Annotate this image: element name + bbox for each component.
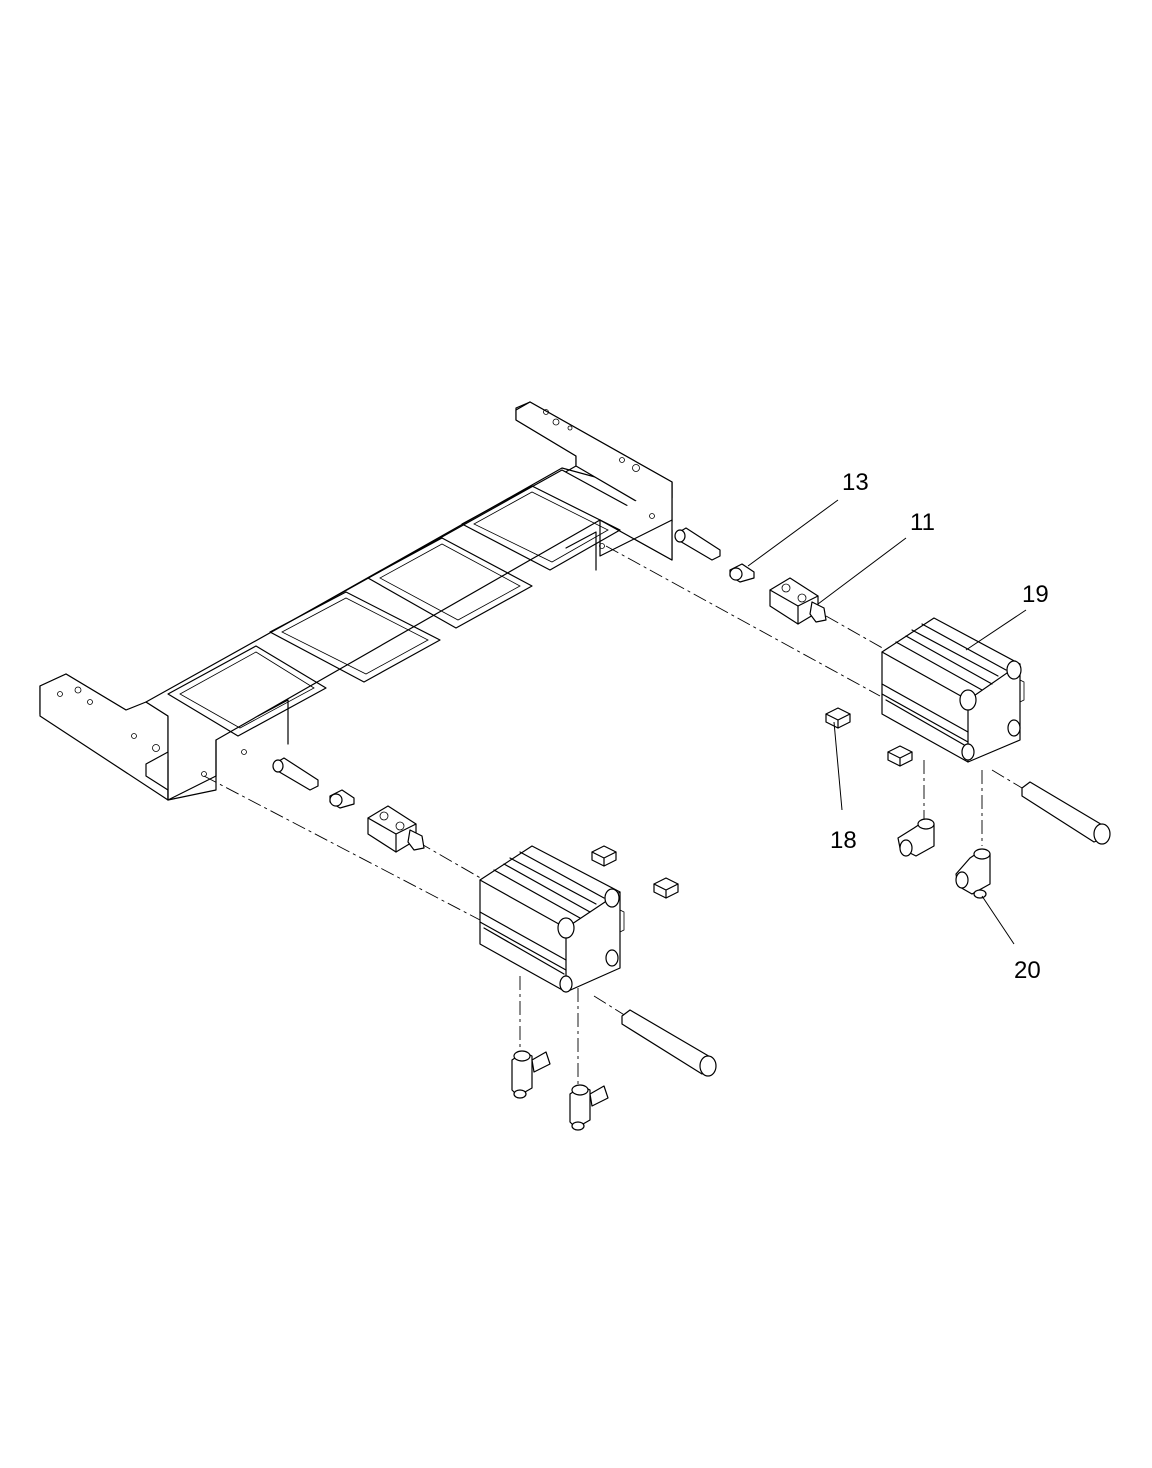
lower-fitting-left [511, 1050, 551, 1099]
upper-cylinder-part-19 [881, 617, 1025, 763]
lower-key-blocks [591, 845, 679, 899]
upper-clevis-part-11 [769, 577, 827, 625]
lower-pin-bolt [272, 757, 319, 791]
lower-fitting-right [569, 1084, 609, 1131]
leader-lines [747, 499, 1027, 945]
upper-washer-part-13 [729, 563, 755, 583]
lower-clevis [367, 805, 425, 853]
upper-fitting-right-part-20 [955, 848, 991, 899]
lower-washer [329, 789, 355, 809]
callout-18: 18 [830, 827, 857, 854]
upper-fitting-left [897, 818, 935, 857]
callout-13: 13 [842, 469, 869, 496]
lower-cylinder [479, 845, 625, 993]
centerlines [203, 545, 1023, 1084]
upper-pin-bolt [674, 527, 721, 561]
upper-long-bolt [1021, 781, 1111, 845]
frame-holes [57, 409, 655, 777]
callout-19: 19 [1022, 581, 1049, 608]
upper-key-block-part-18 [825, 707, 913, 767]
base-frame [39, 401, 673, 801]
callout-20: 20 [1014, 957, 1041, 984]
lower-long-bolt [621, 1009, 717, 1077]
callout-11: 11 [910, 509, 935, 536]
